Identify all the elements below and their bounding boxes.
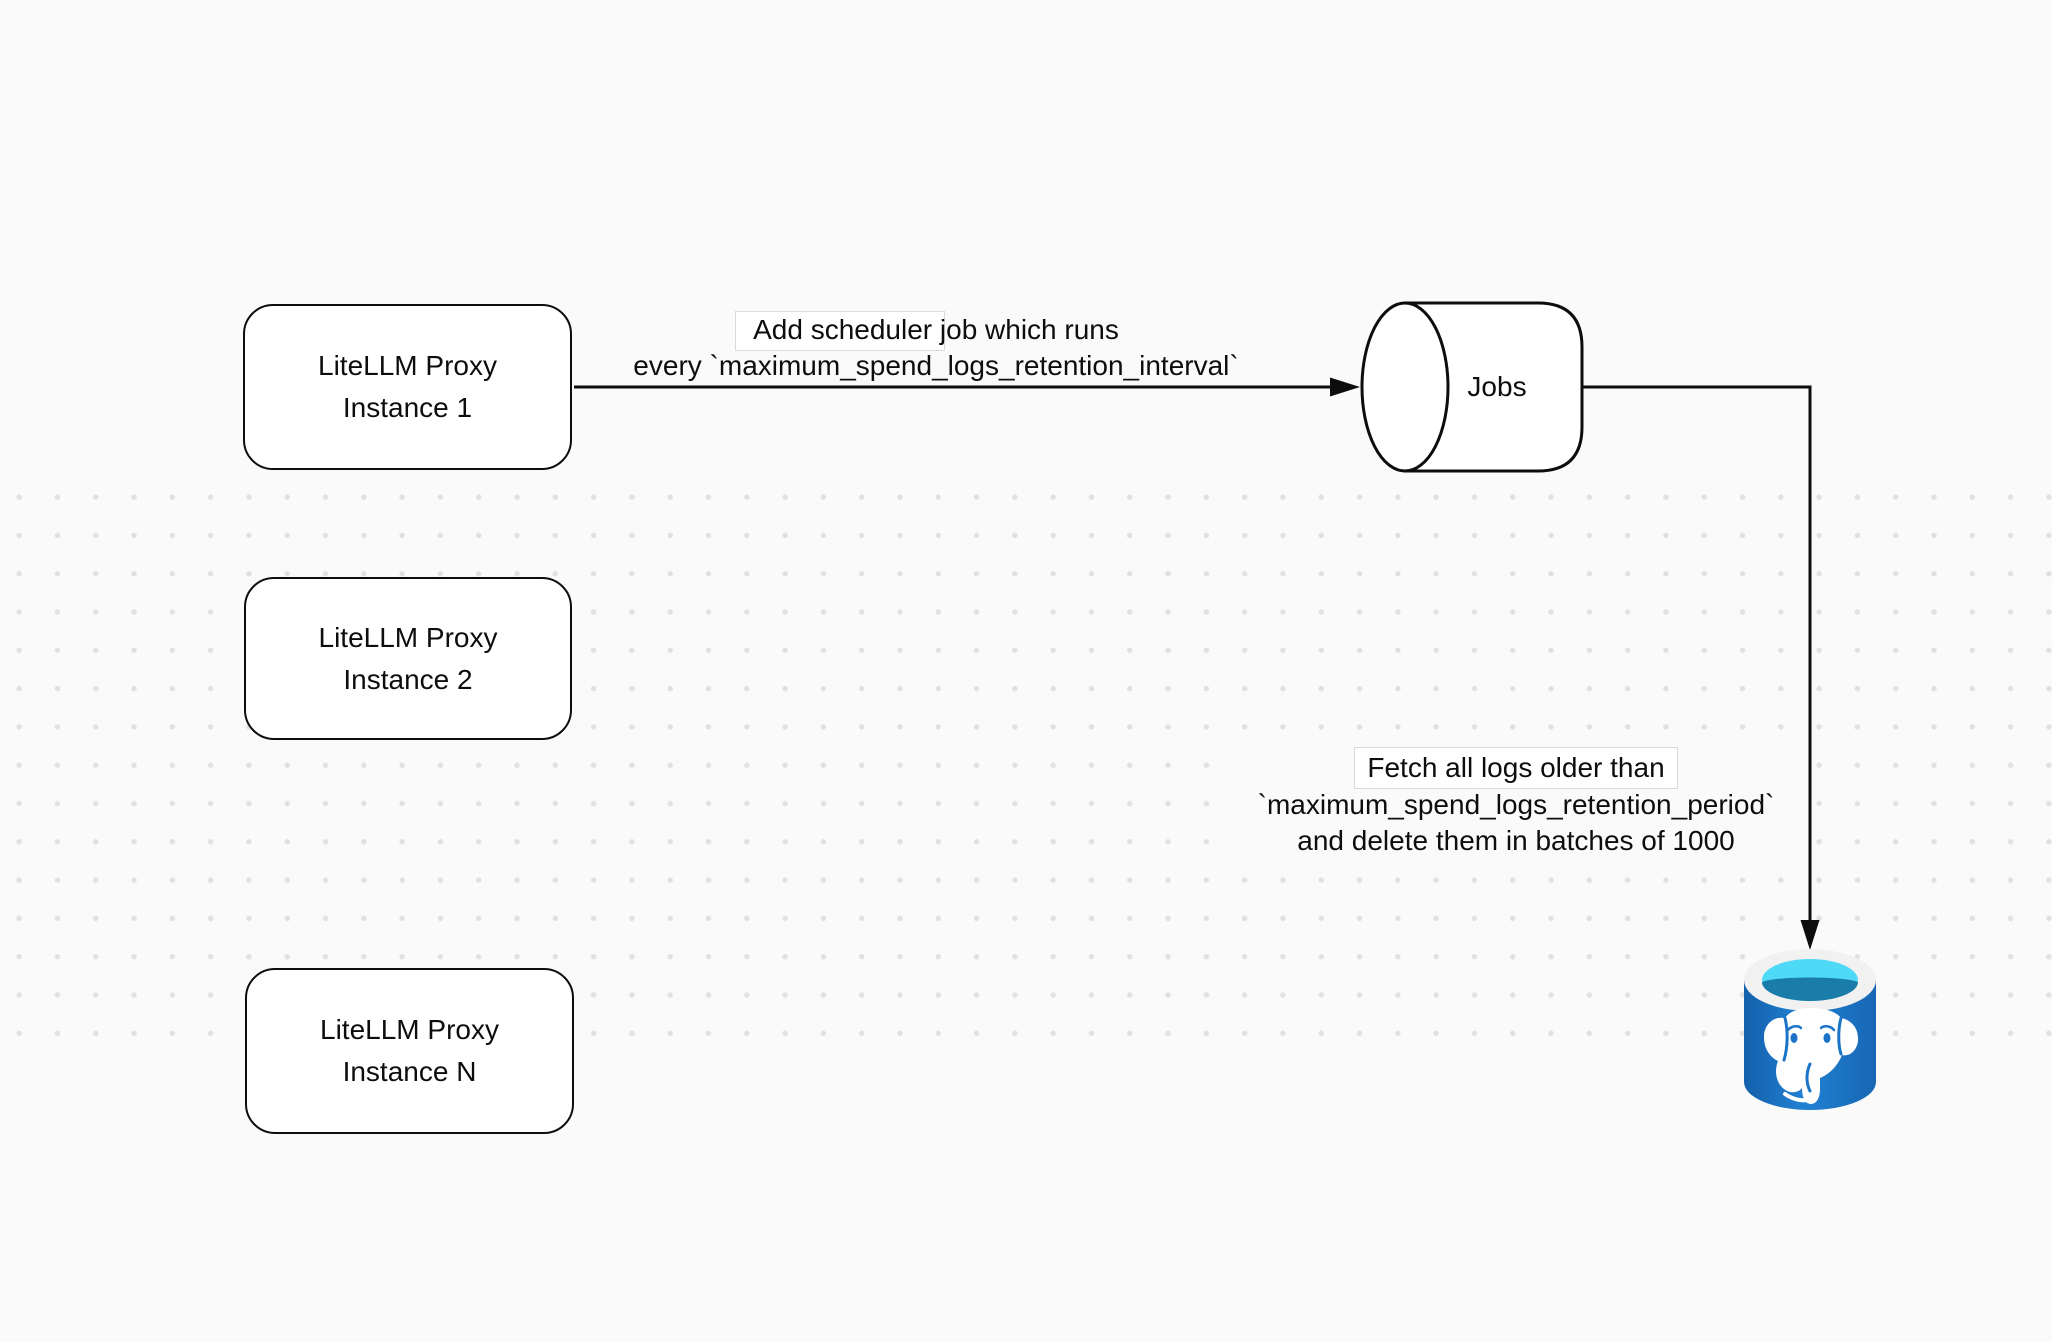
database-opening-deep — [1762, 977, 1858, 1001]
proxy-instance-n-node: LiteLLM Proxy Instance N — [245, 968, 574, 1134]
edge-label-line: every `maximum_spend_logs_retention_inte… — [633, 350, 1239, 381]
edge-label-line: `maximum_spend_logs_retention_period` — [1257, 788, 1775, 820]
node-label: Instance N — [342, 1056, 477, 1087]
postgres-elephant — [1764, 1008, 1859, 1104]
jobs-queue-cylinder — [1360, 301, 1584, 473]
postgresql-database-icon — [1744, 949, 1876, 1110]
node-label: LiteLLM Proxy — [318, 350, 497, 381]
fetch-label-box — [1354, 747, 1678, 789]
edge-label-line: Fetch all logs older than — [1367, 752, 1665, 783]
node-label: LiteLLM Proxy — [318, 621, 498, 653]
arrow-jobs-to-database — [1582, 385, 1812, 921]
scheduler-label-box — [735, 311, 945, 351]
edge-label-scheduler: Add scheduler job which runs every `maxi… — [586, 312, 1286, 384]
node-label: Instance 2 — [343, 663, 473, 695]
proxy-instance-2-node: LiteLLM Proxy Instance 2 — [244, 577, 572, 740]
jobs-node-label: Jobs — [1467, 371, 1527, 402]
arrowhead-proxy-to-jobs — [1330, 377, 1360, 397]
edge-label-line: and delete them in batches of 1000 — [1297, 825, 1735, 856]
node-label: Instance 1 — [342, 392, 473, 423]
edge-label-fetch: Fetch all logs older than `maximum_spend… — [1216, 750, 1816, 860]
edge-label-line: Add scheduler job which runs — [753, 314, 1119, 345]
cylinder-body — [1403, 301, 1584, 473]
cylinder-face — [1360, 301, 1450, 473]
proxy-instance-1-node: LiteLLM Proxy Instance 1 — [243, 304, 572, 470]
node-label: LiteLLM Proxy — [320, 1014, 499, 1045]
arrowhead-jobs-to-database — [1800, 920, 1820, 950]
